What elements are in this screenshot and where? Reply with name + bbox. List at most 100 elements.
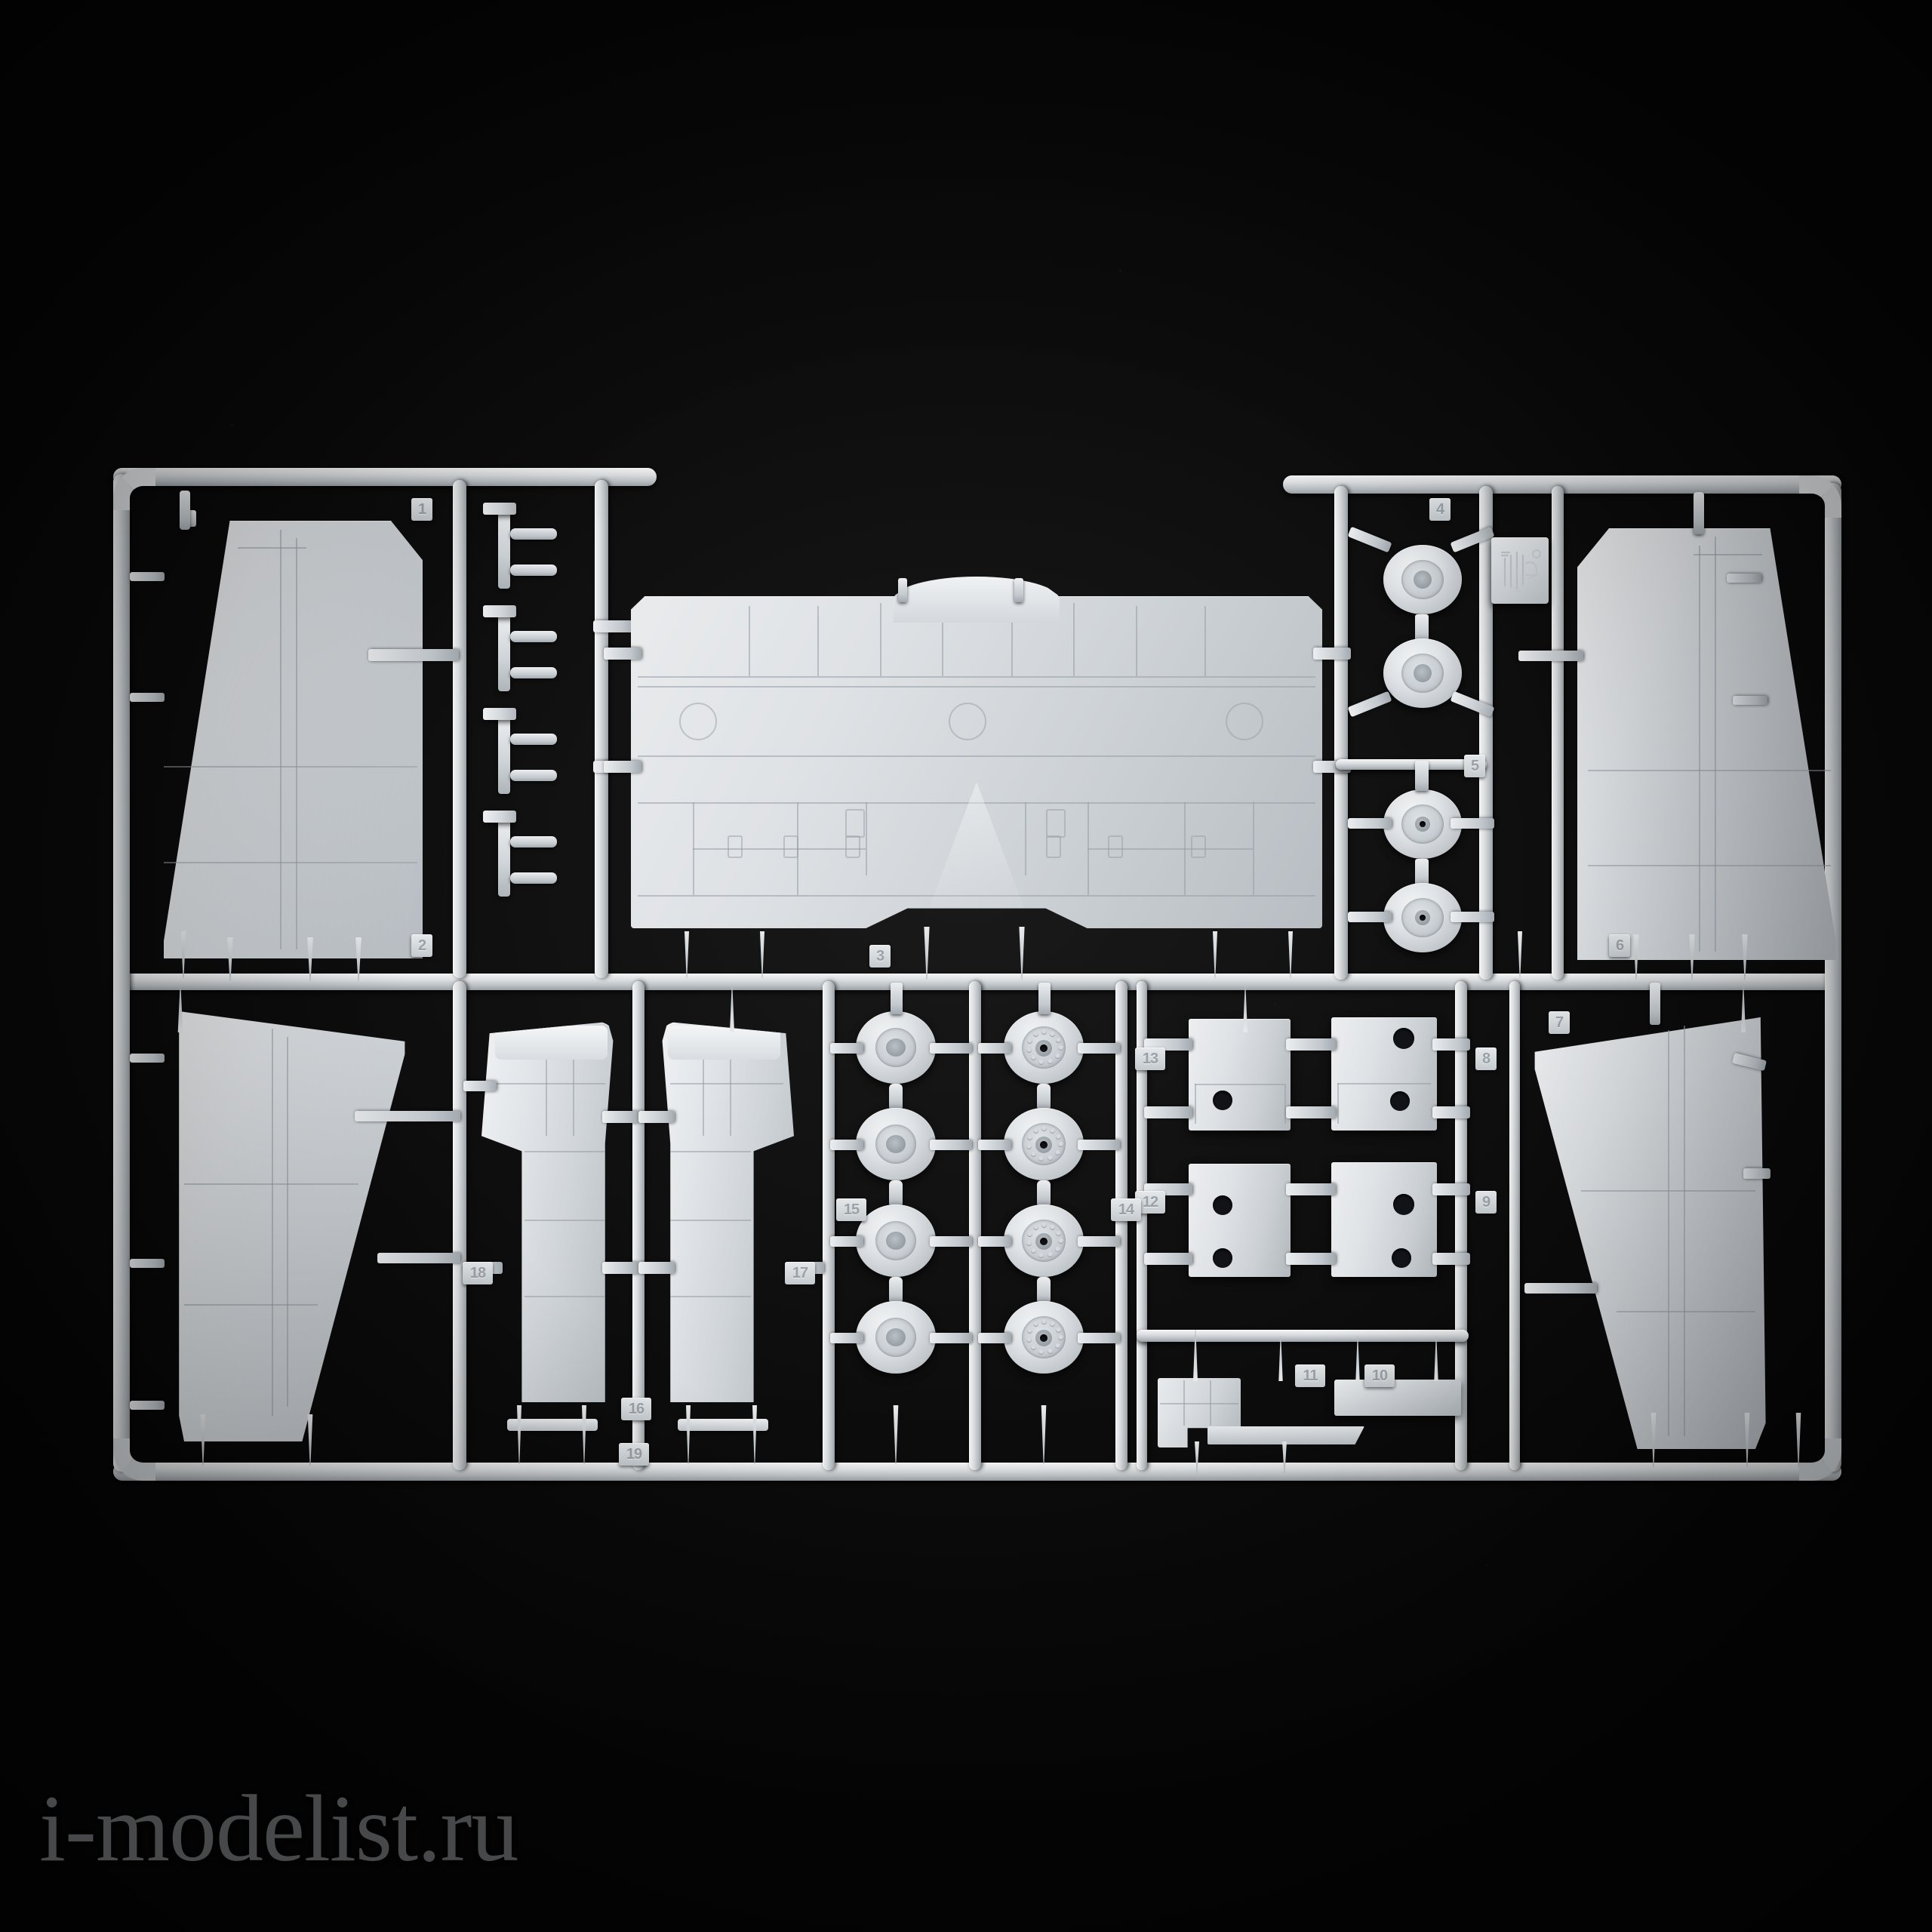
sprue-gate [1348, 818, 1392, 829]
sprue-gate [604, 761, 641, 773]
hub-bolt [1056, 1231, 1061, 1236]
panel-line [638, 685, 1315, 688]
hub-bolt [1026, 1337, 1032, 1343]
sprue-gate [130, 693, 165, 702]
gear-arm [483, 605, 516, 617]
hub-bolt [1038, 1253, 1044, 1258]
part-gear-door-upper-left [1189, 1019, 1291, 1131]
panel-line [1715, 537, 1716, 952]
door-hole [1213, 1195, 1232, 1215]
part-number-tag: 14 [1111, 1198, 1141, 1221]
sprue-gate [130, 1054, 165, 1063]
sprue-gate [1415, 761, 1429, 791]
part-vertical-stabilizer-left-upper [158, 521, 423, 958]
hub-bolt [1055, 1054, 1060, 1059]
sprue-gate [1432, 1106, 1470, 1118]
hub-bolt [1041, 1223, 1047, 1228]
hub-bolt [1050, 1128, 1055, 1134]
sprue-gate [1286, 1106, 1336, 1118]
part-number-tag: 10 [1364, 1364, 1395, 1387]
sprue-rail-v-5 [1552, 486, 1564, 980]
sprue-gate [889, 1277, 903, 1304]
sprue-gate [638, 1262, 675, 1274]
panel-line [1253, 801, 1255, 895]
sprue-gate [1432, 1253, 1470, 1265]
hatch-detail [1108, 835, 1124, 858]
hub-bolt [1026, 1241, 1032, 1246]
hatch-detail [844, 808, 865, 838]
panel-line [748, 606, 750, 676]
hub-bolt [1026, 1144, 1032, 1149]
sprue-gate [510, 836, 557, 848]
part-number-tag: 17 [785, 1262, 815, 1284]
sprue-gate [1650, 983, 1660, 1025]
door-hole [1213, 1091, 1232, 1110]
sprue-gate [130, 572, 165, 581]
sprue-gate [180, 491, 190, 530]
part-wheel-smooth [856, 1108, 936, 1180]
sprue-rail-v-2 [595, 480, 608, 978]
sprue-gate [1694, 492, 1704, 534]
panel-line [638, 755, 1315, 758]
hub-bolt [1033, 1321, 1038, 1327]
fuel-cap-detail [1225, 702, 1263, 740]
part-number-tag: 2 [411, 934, 432, 957]
hub-bolt [1041, 1029, 1047, 1035]
panel-line [287, 1037, 288, 1407]
gear-arm [483, 811, 516, 823]
hub-bolt [1031, 1248, 1036, 1254]
sprue-gate [510, 872, 557, 884]
sprue-gate [830, 1236, 863, 1247]
hub-bolt [1033, 1225, 1038, 1230]
wheel-hub-centre [1414, 664, 1432, 682]
part-wheel-bolted [1004, 1108, 1084, 1180]
part-vertical-stabilizer-left-lower [158, 1011, 415, 1441]
sprue-gate [898, 578, 907, 602]
panel-line [866, 801, 868, 875]
hub-bolt [1055, 1247, 1060, 1252]
part-wheel-bolted [1004, 1301, 1084, 1374]
panel-line [1025, 801, 1027, 875]
panel-line [238, 546, 306, 549]
part-vertical-stabilizer-right-upper [1577, 528, 1841, 960]
part-number-tag: 9 [1475, 1191, 1497, 1214]
sprue-rail-left-edge [113, 474, 130, 1472]
sprue-gate [1451, 818, 1494, 829]
wheel-hub-centre [886, 1232, 906, 1250]
sprue-gate [978, 1043, 1011, 1054]
sprue-gate [889, 1180, 903, 1208]
panel-line [638, 675, 1315, 678]
part-number-tag: 3 [869, 945, 891, 968]
hub-bolt [1027, 1328, 1032, 1334]
panel-line [1699, 545, 1700, 952]
hatch-detail [844, 835, 860, 858]
centre-hump [894, 576, 1060, 623]
sprue-rail-v-9 [969, 981, 981, 1470]
hub-bolt [1048, 1059, 1053, 1064]
sprue-rail-v-8 [823, 981, 835, 1470]
sprue-gate [1286, 1038, 1336, 1051]
hub-bolt [1058, 1238, 1063, 1244]
part-number-tag: 16 [621, 1398, 651, 1420]
hub-bolt [1027, 1135, 1032, 1140]
sprue-gate [1733, 696, 1767, 705]
sprue-gate [1037, 1277, 1051, 1304]
panel-line [1337, 1083, 1431, 1084]
panel-line [1683, 1026, 1685, 1436]
hub-bolt [1058, 1335, 1063, 1340]
panel-line [164, 765, 417, 768]
panel-line [1617, 1310, 1755, 1312]
part-main-wheel [1383, 545, 1462, 614]
hub-bolt [1033, 1128, 1038, 1134]
hub-bolt [1027, 1038, 1032, 1044]
gear-oleo [498, 610, 510, 691]
panel-line [1337, 1083, 1340, 1124]
hub-bolt [1041, 1126, 1047, 1131]
part-wing-centre-section-panel [631, 576, 1322, 928]
part-number-tag: 11 [1295, 1364, 1325, 1387]
sprue-rail-v-7 [632, 981, 645, 1470]
sprue-gate [130, 1259, 165, 1268]
hub-bolt [1026, 1048, 1032, 1053]
panel-line [164, 862, 417, 864]
part-wheel-smooth [856, 1204, 936, 1277]
